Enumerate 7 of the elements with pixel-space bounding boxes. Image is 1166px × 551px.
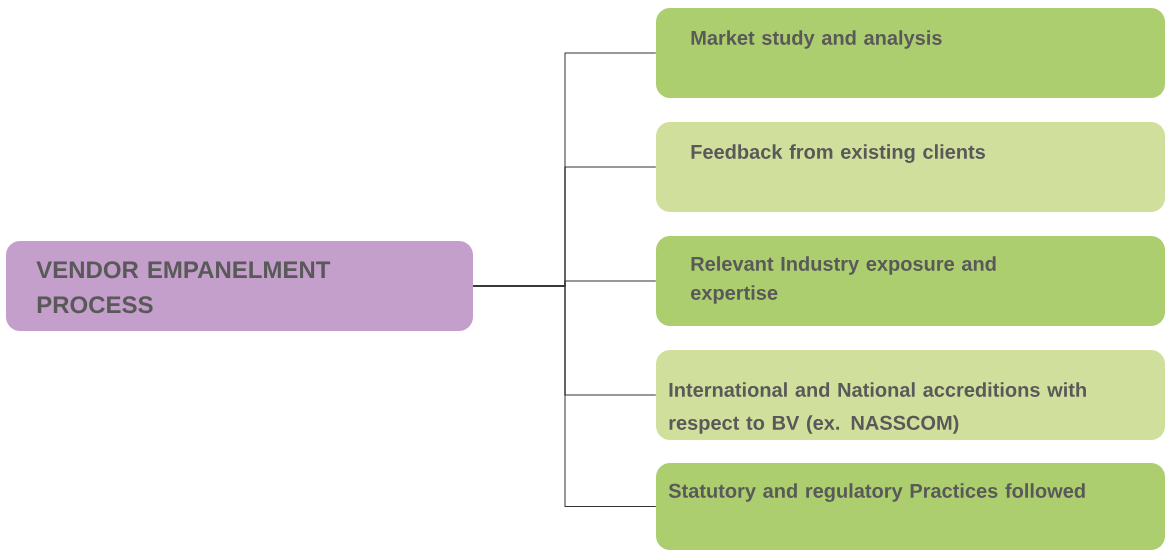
process-box: VENDOR EMPANELMENT PROCESS [6,241,473,331]
process-box: International and National accreditions with respect to BV (ex. NASSCOM) [656,350,1165,440]
process-box: Relevant Industry exposure and expertise [656,236,1165,326]
process-box: Statutory and regulatory Practices followed [656,463,1165,550]
process-box: Feedback from existing clients [656,122,1165,212]
process-box: Market study and analysis [656,8,1165,98]
connector-line [472,285,657,507]
